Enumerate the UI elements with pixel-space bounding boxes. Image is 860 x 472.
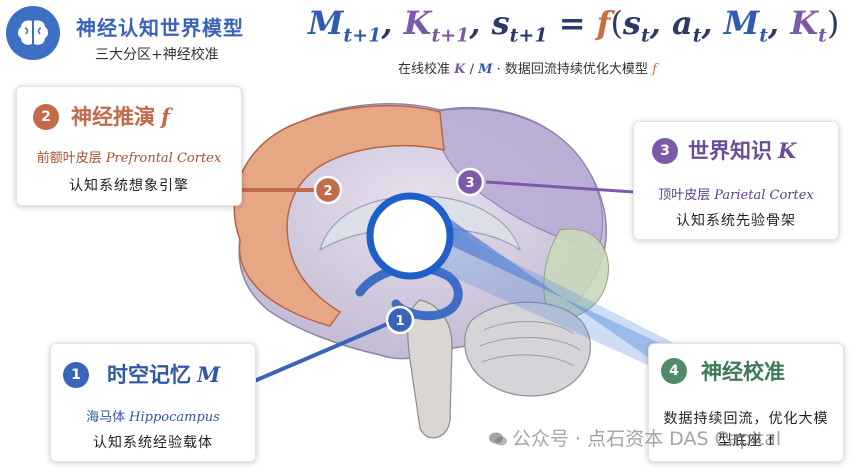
page-subtitle: 三大分区+神经校准 xyxy=(95,47,219,63)
marker-hippocampus: 1 xyxy=(385,305,415,335)
brainstem xyxy=(407,299,453,439)
marker-prefrontal: 2 xyxy=(313,175,343,205)
page-title: 神经认知世界模型 xyxy=(76,16,244,40)
calibration-beam xyxy=(440,212,670,360)
marker-hippocampus-label: 1 xyxy=(395,314,404,329)
card-knowledge-description: 认知系统先验骨架 xyxy=(676,213,796,229)
calibration-ring xyxy=(366,192,454,280)
wechat-icon xyxy=(489,432,507,446)
card-calibration-title: 神经校准 xyxy=(701,359,785,384)
card-memory-description: 认知系统经验载体 xyxy=(93,435,213,451)
card-inference-badge: 2 xyxy=(33,104,59,130)
formula-caption: 在线校准 K / M · 数据回流持续优化大模型 f xyxy=(398,62,657,77)
logo xyxy=(6,6,60,60)
watermark: 公众号 · 点石资本 DAS Capital xyxy=(488,424,781,451)
connector-hippocampus xyxy=(251,320,393,384)
connector-parietal xyxy=(485,180,635,194)
card-memory-badge: 1 xyxy=(63,362,89,388)
marker-parietal-label: 3 xyxy=(465,176,474,191)
prefrontal-lobe xyxy=(233,104,445,327)
card-knowledge-badge: 3 xyxy=(652,138,678,164)
card-neural-calibration: 4 神经校准 数据持续回流，优化大模型底座 f xyxy=(648,343,844,462)
marker-prefrontal-label: 2 xyxy=(323,184,332,199)
card-calibration-description: 数据持续回流，优化大模型底座 f xyxy=(663,411,829,449)
brain-icon xyxy=(18,20,48,45)
card-inference-description: 认知系统想象引擎 xyxy=(69,178,189,194)
watermark-text: 公众号 · 点石资本 DAS Capital xyxy=(512,428,782,450)
world-model-formula: Mt+1, Kt+1, st+1 = f(st, at, Mt, Kt) xyxy=(308,4,840,47)
card-calibration-badge: 4 xyxy=(661,358,687,384)
cerebellum-folds xyxy=(479,321,581,367)
marker-parietal: 3 xyxy=(455,167,485,197)
calibration-beam-glow xyxy=(420,200,676,366)
